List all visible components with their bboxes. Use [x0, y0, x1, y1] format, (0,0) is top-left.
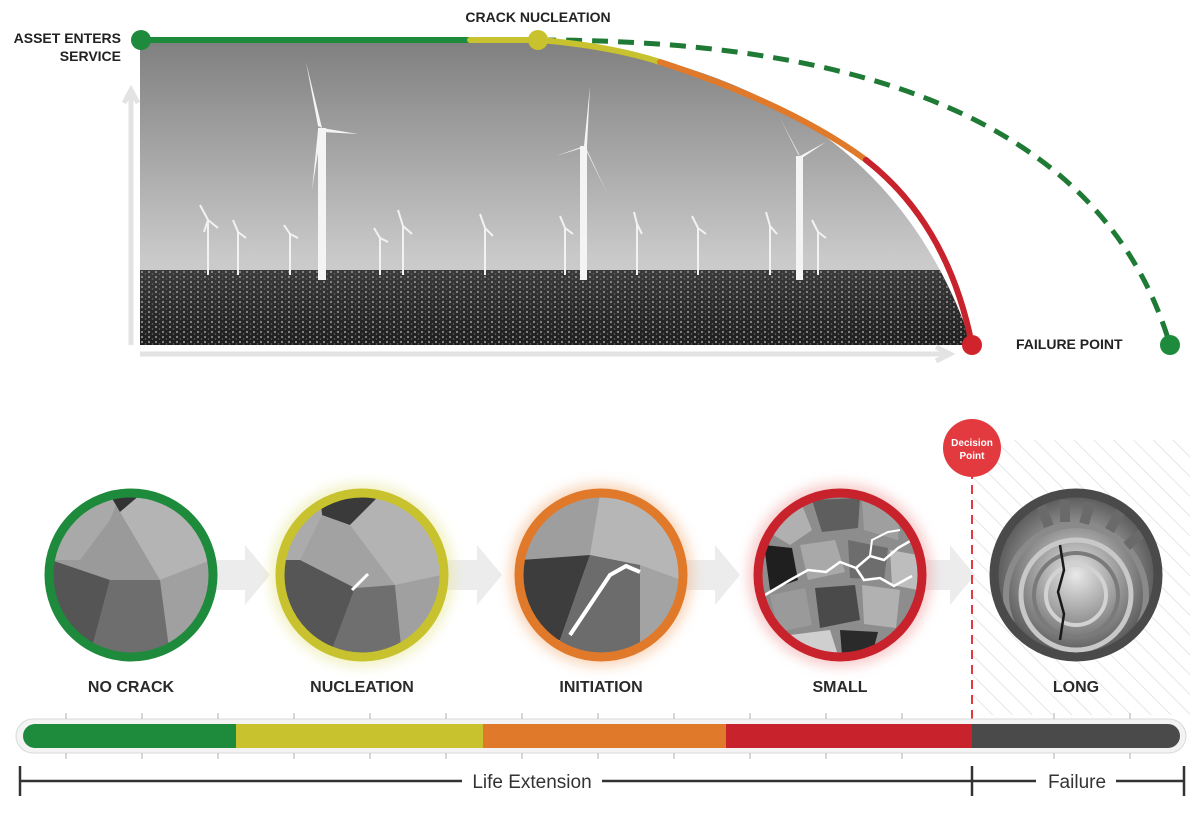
bar-segment-green: [23, 724, 236, 748]
stage-label-long: LONG: [1053, 679, 1099, 696]
axis-arrows: [121, 84, 956, 364]
bar-segment-red: [726, 724, 972, 748]
failure-point-marker: [962, 335, 982, 355]
stage-long: [989, 488, 1163, 662]
life-extension-bracket: [18, 766, 974, 796]
bar-ticks: [65, 713, 1131, 759]
decision-point-badge: [943, 419, 1001, 477]
arrow-1: [212, 545, 270, 605]
bar-segment-yellow: [236, 724, 483, 748]
curve-segment-orange: [657, 59, 869, 163]
nucleation-point-marker: [528, 30, 548, 50]
wind-farm-photo: [140, 40, 972, 345]
stage-no-crack: [44, 488, 218, 662]
lifecycle-bar: [15, 713, 1187, 759]
decision-line1: Decision: [951, 438, 993, 449]
stage-small: [748, 483, 932, 667]
decision-line2: Point: [960, 451, 986, 462]
curve-segment-yellow-b: [537, 37, 663, 65]
arrow-2: [444, 545, 502, 605]
arrow-4: [922, 545, 975, 605]
extended-life-curve: [539, 37, 1173, 346]
stage-label-nucleation: NUCLEATION: [310, 679, 414, 696]
nucleation-label: CRACK NUCLEATION: [465, 9, 610, 25]
stage-label-no-crack: NO CRACK: [88, 679, 175, 696]
failure-bracket-label: Failure: [1048, 772, 1106, 793]
life-extension-label: Life Extension: [472, 772, 591, 793]
stage-arrows: [212, 545, 975, 605]
extended-failure-marker: [1160, 335, 1180, 355]
stage-label-initiation: INITIATION: [559, 679, 642, 696]
failure-label: FAILURE POINT: [1016, 336, 1123, 352]
bar-segment-orange: [483, 724, 726, 748]
stage-nucleation: [270, 483, 454, 667]
start-label-line2: SERVICE: [60, 48, 121, 64]
start-label-line1: ASSET ENTERS: [14, 30, 121, 46]
stage-initiation: [509, 483, 693, 667]
failure-bracket: [972, 766, 1186, 796]
arrow-3: [682, 545, 740, 605]
curve-segment-red: [863, 157, 975, 348]
bar-segment-gray: [972, 724, 1180, 748]
stage-label-small: SMALL: [812, 679, 867, 696]
start-point-marker: [131, 30, 151, 50]
